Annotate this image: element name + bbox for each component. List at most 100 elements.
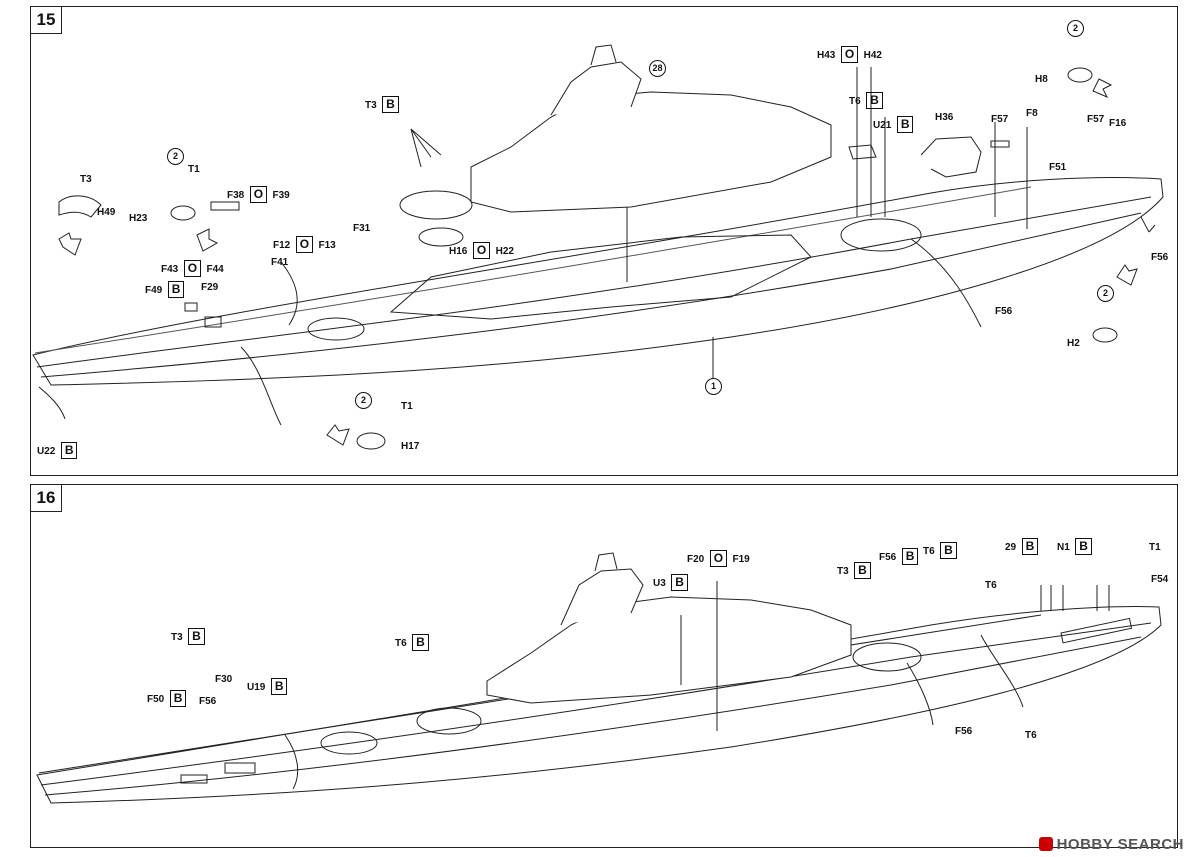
callout-f56: F56 B bbox=[879, 547, 919, 565]
callout-h17: H17 bbox=[401, 436, 419, 454]
callout-h16-h22: H16 O H22 bbox=[449, 241, 514, 259]
sprue-b: B bbox=[382, 96, 399, 113]
sprue-b: B bbox=[270, 678, 288, 695]
callout-t6: T6 B bbox=[849, 91, 884, 109]
part-f50: F50 bbox=[147, 694, 165, 705]
part-t6: T6 bbox=[1025, 730, 1037, 741]
callout-t6: T6 B bbox=[923, 541, 958, 559]
subassembly-2-circle: 2 bbox=[1067, 20, 1084, 37]
sprue-b: B bbox=[896, 116, 914, 133]
callout-t3-small: T3 bbox=[80, 169, 92, 187]
part-t6: T6 bbox=[923, 546, 935, 557]
part-f56: F56 bbox=[199, 696, 217, 707]
callout-t3-left: T3 B bbox=[171, 627, 206, 645]
watermark-text: HOBBY SEARCH bbox=[1056, 836, 1184, 853]
part-f13: F13 bbox=[318, 240, 336, 251]
callout-f8: F8 bbox=[1026, 103, 1038, 121]
watermark: HOBBY SEARCH bbox=[1038, 836, 1184, 853]
part-t6: T6 bbox=[985, 580, 997, 591]
part-h23: H23 bbox=[129, 213, 148, 224]
callout-h8: H8 bbox=[1035, 69, 1048, 87]
sprue-b: B bbox=[940, 542, 957, 559]
callout-n1: N1 B bbox=[1057, 537, 1093, 555]
part-f38: F38 bbox=[227, 190, 245, 201]
callout-f49: F49 B bbox=[145, 280, 185, 298]
part-t3: T3 bbox=[171, 632, 183, 643]
callout-f38-f39: F38 O F39 bbox=[227, 185, 290, 203]
callout-t3: T3 B bbox=[365, 95, 400, 113]
subassembly-2-circle: 2 bbox=[1097, 285, 1114, 302]
sprue-b: B bbox=[866, 92, 883, 109]
part-t6: T6 bbox=[395, 638, 407, 649]
callout-29: 29 B bbox=[1005, 537, 1039, 555]
part-t1: T1 bbox=[188, 164, 200, 175]
part-u3: U3 bbox=[653, 578, 666, 589]
step-16-panel: 16 bbox=[30, 484, 1178, 848]
part-h49: H49 bbox=[97, 207, 116, 218]
part-f49: F49 bbox=[145, 285, 163, 296]
part-u19: U19 bbox=[247, 682, 266, 693]
callout-f16: F16 bbox=[1109, 113, 1126, 131]
part-h16: H16 bbox=[449, 246, 468, 257]
callout-f31: F31 bbox=[353, 218, 370, 236]
step-15-panel: 15 bbox=[30, 6, 1178, 476]
callout-h2: H2 bbox=[1067, 333, 1080, 351]
callout-f56c: F56 bbox=[955, 721, 972, 739]
part-f56: F56 bbox=[1151, 252, 1169, 263]
part-f29: F29 bbox=[201, 282, 219, 293]
part-h2: H2 bbox=[1067, 338, 1080, 349]
callout-t6-mid: T6 B bbox=[395, 633, 430, 651]
part-f56: F56 bbox=[955, 726, 973, 737]
subassembly-1-circle: 1 bbox=[705, 378, 722, 395]
part-t3: T3 bbox=[80, 174, 92, 185]
part-f20: F20 bbox=[687, 554, 705, 565]
step-number: 16 bbox=[31, 485, 62, 512]
part-u22: U22 bbox=[37, 446, 56, 457]
part-h22: H22 bbox=[495, 246, 514, 257]
callout-f56a: F56 bbox=[1151, 247, 1168, 265]
part-f57: F57 bbox=[1087, 114, 1105, 125]
part-f41: F41 bbox=[271, 257, 289, 268]
hobby-search-logo-icon bbox=[1038, 837, 1053, 851]
part-f44: F44 bbox=[206, 264, 224, 275]
callout-f43-f44: F43 O F44 bbox=[161, 259, 224, 277]
part-f30: F30 bbox=[215, 674, 233, 685]
callout-f29: F29 bbox=[201, 277, 218, 295]
part-h8: H8 bbox=[1035, 74, 1048, 85]
part-t1: T1 bbox=[1149, 542, 1161, 553]
sprue-b: B bbox=[671, 574, 688, 591]
callout-f12-f13: F12 O F13 bbox=[273, 235, 336, 253]
sprue-o: O bbox=[295, 236, 314, 253]
callout-f57b: F57 bbox=[1087, 109, 1104, 127]
callout-f50: F50 B bbox=[147, 689, 187, 707]
part-t3: T3 bbox=[365, 100, 377, 111]
sprue-b: B bbox=[188, 628, 205, 645]
callout-u19: U19 B bbox=[247, 677, 288, 695]
sprue-o: O bbox=[840, 46, 859, 63]
subassembly-29: 29 bbox=[1005, 542, 1017, 553]
part-h17: H17 bbox=[401, 441, 420, 452]
part-f56: F56 bbox=[995, 306, 1013, 317]
sprue-b: B bbox=[1021, 538, 1039, 555]
part-t6: T6 bbox=[849, 96, 861, 107]
callout-u22: U22 B bbox=[37, 441, 78, 459]
part-f19: F19 bbox=[732, 554, 750, 565]
part-h42: H42 bbox=[863, 50, 882, 61]
sprue-b: B bbox=[167, 281, 185, 298]
sprue-b: B bbox=[901, 548, 919, 565]
part-t3: T3 bbox=[837, 566, 849, 577]
callout-h43-h42: H43 O H42 bbox=[817, 45, 882, 63]
callout-t3: T3 B bbox=[837, 561, 872, 579]
part-f57: F57 bbox=[991, 114, 1009, 125]
part-f43: F43 bbox=[161, 264, 179, 275]
step-number: 15 bbox=[31, 7, 62, 34]
part-f56: F56 bbox=[879, 552, 897, 563]
part-t1: T1 bbox=[401, 401, 413, 412]
callout-f51: F51 bbox=[1049, 157, 1066, 175]
callout-f20-f19: F20 O F19 bbox=[687, 549, 750, 567]
callout-h23: H23 bbox=[129, 208, 147, 226]
ship-drawing-step16 bbox=[36, 552, 1162, 804]
subassembly-28-circle: 28 bbox=[649, 60, 666, 77]
sprue-o: O bbox=[709, 550, 728, 567]
callout-u3: U3 B bbox=[653, 573, 689, 591]
